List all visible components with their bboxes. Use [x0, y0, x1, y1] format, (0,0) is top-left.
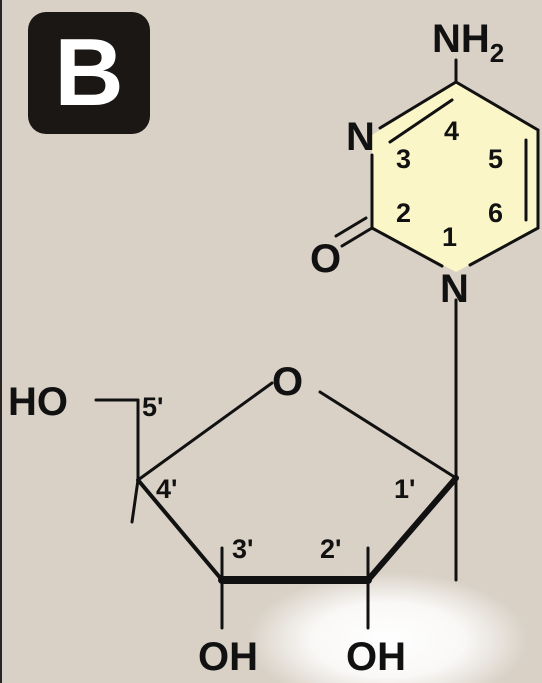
hydroxyl-2-prime: OH [346, 635, 406, 679]
sugar-ring-oxygen: O [272, 360, 303, 404]
sugar-number-2-prime: 2' [320, 534, 341, 564]
ring-number-2: 2 [396, 198, 411, 228]
highlight-glow [248, 572, 528, 683]
carbonyl-oxygen: O [310, 237, 341, 281]
sugar-number-5-prime: 5' [142, 392, 163, 422]
n3-atom: N [346, 115, 375, 159]
left-border-line [0, 0, 2, 683]
base-ring-fill [372, 82, 538, 272]
panel-label-badge: B [28, 12, 150, 134]
hydroxyl-5-prime: HO [8, 380, 68, 424]
sugar-number-4-prime: 4' [156, 474, 177, 504]
ring-number-3: 3 [396, 144, 411, 174]
ring-number-6: 6 [488, 198, 503, 228]
n1-atom: N [440, 267, 469, 311]
sugar-ring-bonds [94, 381, 459, 630]
base-ring-bonds [334, 58, 540, 480]
panel-letter: B [54, 19, 124, 126]
ring-number-1: 1 [442, 222, 457, 252]
ring-number-4: 4 [444, 116, 459, 146]
hydroxyl-3-prime: OH [198, 635, 258, 679]
amino-group-label: NH2 [432, 17, 504, 68]
sugar-number-3-prime: 3' [232, 534, 253, 564]
sugar-number-1-prime: 1' [394, 474, 415, 504]
ring-number-5: 5 [488, 144, 503, 174]
